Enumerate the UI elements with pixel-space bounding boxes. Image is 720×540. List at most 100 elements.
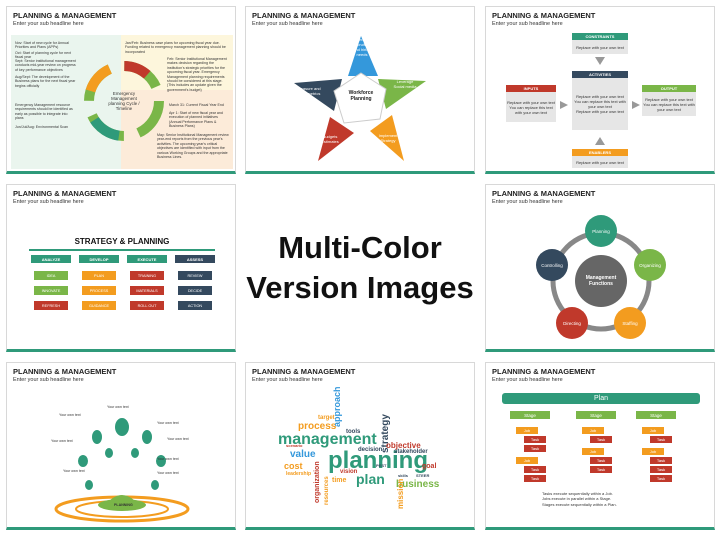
constraints-header: CONSTRAINTS [572,33,628,40]
functions-diagram [536,215,666,339]
job-box: Job [516,457,538,464]
note-right-5: May: Senior Institutional Management rev… [157,133,229,160]
word-decision: decision [358,447,383,453]
splash-label-top: Your own text [107,405,129,409]
word-tools: tools [346,429,361,435]
splash-label-right-3: Your own text [157,457,179,461]
strategy-divider [29,249,215,251]
star-point-4: Budgets Estimates [321,134,339,144]
word-steer: STEER [416,473,430,478]
star-point-5: Measure and track metrics [297,86,321,96]
word-time: time [332,477,347,484]
node-organizing: Organizing [639,262,661,268]
slide-subtitle: Enter your sub headline here [13,21,84,27]
word-value: value [290,449,316,460]
center-line-2: Version Images [246,270,474,305]
word-target: target [318,415,335,421]
activities-text-3: Replace with your own text [576,109,624,114]
enablers-header: ENABLERS [572,149,628,156]
slide-thumbnail-6[interactable]: PLANNING & MANAGEMENT Enter your sub hea… [6,362,236,530]
slide-subtitle: Enter your sub headline here [252,377,323,383]
strategy-item: TRAINING [130,271,164,280]
output-text-1: Replace with your own text [645,96,693,102]
splash-label-right-1: Your own text [157,421,179,425]
cycle-ring [84,61,164,141]
node-controlling: Controlling [541,262,563,268]
stage-box: Stage [510,411,550,419]
job-box: Job [516,427,538,434]
slide-title: PLANNING & MANAGEMENT [492,189,596,198]
activities-body: Replace with your own text You can repla… [572,78,628,130]
slide-title: PLANNING & MANAGEMENT [13,11,117,20]
task-box: Task [650,475,672,482]
plan-header: Plan [502,393,700,404]
splash-label-left-2: Your own text [51,439,73,443]
strategy-column-head: ANALYZE [31,255,71,263]
slide-thumbnail-4[interactable]: PLANNING & MANAGEMENT Enter your sub hea… [6,184,236,352]
star-diagram [294,36,426,161]
task-box: Task [590,457,612,464]
task-box: Task [524,466,546,473]
node-directing: Directing [563,320,581,326]
stage-box: Stage [576,411,616,419]
word-business: business [396,479,440,490]
word-plan: plan [356,471,385,487]
slide-thumbnail-7[interactable]: PLANNING & MANAGEMENT Enter your sub hea… [245,362,475,530]
note-left-6: Jun/Jul/Aug: Environmental Scan [15,125,68,129]
splash-base-label: PLANNING [114,503,133,507]
slide-thumbnail-5[interactable]: PLANNING & MANAGEMENT Enter your sub hea… [485,184,715,352]
word-cost: cost [284,461,303,471]
timeline-quadrant-top-right [121,35,233,90]
slide-thumbnail-1[interactable]: PLANNING & MANAGEMENT Enter your sub hea… [6,6,236,174]
node-planning: Planning [592,228,610,234]
constraints-body: Replace with your own text [572,40,628,54]
task-box: Task [650,436,672,443]
splash-label-right-4: Your own text [157,471,179,475]
task-box: Task [590,436,612,443]
output-text-2: You can replace this text with your own … [643,101,695,112]
splash-label-right-2: Your own text [167,437,189,441]
star-point-2: Leverage Social media [393,79,417,89]
slide-subtitle: Enter your sub headline here [252,21,323,27]
strategy-item: ACTION [178,301,212,310]
note-right-2: Feb: Senior Institutional Management mak… [167,57,227,92]
slide-title: PLANNING & MANAGEMENT [252,367,356,376]
note-right-4: Apr 1: Start of new fiscal year and exec… [169,111,223,129]
strategy-column-head: ASSESS [175,255,215,263]
word-mission: mission [396,478,405,509]
word-scenario: scenario [286,443,303,448]
job-box: Job [642,448,664,455]
strategy-column-head: DEVELOP [79,255,119,263]
note-left-4: Aug/Sept: The development of the Busines… [15,75,76,88]
strategy-item: GUIDANCE [82,301,116,310]
word-organization: organization [314,461,321,503]
word-skills: skills [398,473,409,478]
slide-title: PLANNING & MANAGEMENT [13,189,117,198]
strategy-item: DECIDE [178,286,212,295]
slide3-arrows [560,57,640,145]
task-box: Task [650,457,672,464]
slide-title: PLANNING & MANAGEMENT [252,11,356,20]
inputs-text-2: You can replace this text with your own … [509,104,553,115]
slide-thumbnail-8[interactable]: PLANNING & MANAGEMENT Enter your sub hea… [485,362,715,530]
star-point-3: Implement Strategy [378,133,398,143]
stage-box: Stage [636,411,676,419]
task-box: Task [524,436,546,443]
word-resources: resources [324,476,330,505]
slide-thumbnail-3[interactable]: PLANNING & MANAGEMENT Enter your sub hea… [485,6,715,174]
slide-subtitle: Enter your sub headline here [492,199,563,205]
slide-title: PLANNING & MANAGEMENT [492,11,596,20]
word-vision: vision [340,469,358,475]
word-leadership: leadership [286,471,312,477]
note-left-5: Emergency Management resource requiremen… [15,103,73,121]
slide-thumbnail-2[interactable]: PLANNING & MANAGEMENT Enter your sub hea… [245,6,475,174]
plan-note-2: Jobs execute in parallel within a Stage. [542,496,612,502]
strategy-item: INNOVATE [34,286,68,295]
task-box: Task [524,475,546,482]
splash-label-left-3: Your own text [63,469,85,473]
output-header: OUTPUT [642,85,696,92]
job-box: Job [642,427,664,434]
slide-title: PLANNING & MANAGEMENT [13,367,117,376]
word-process: process [298,421,337,432]
